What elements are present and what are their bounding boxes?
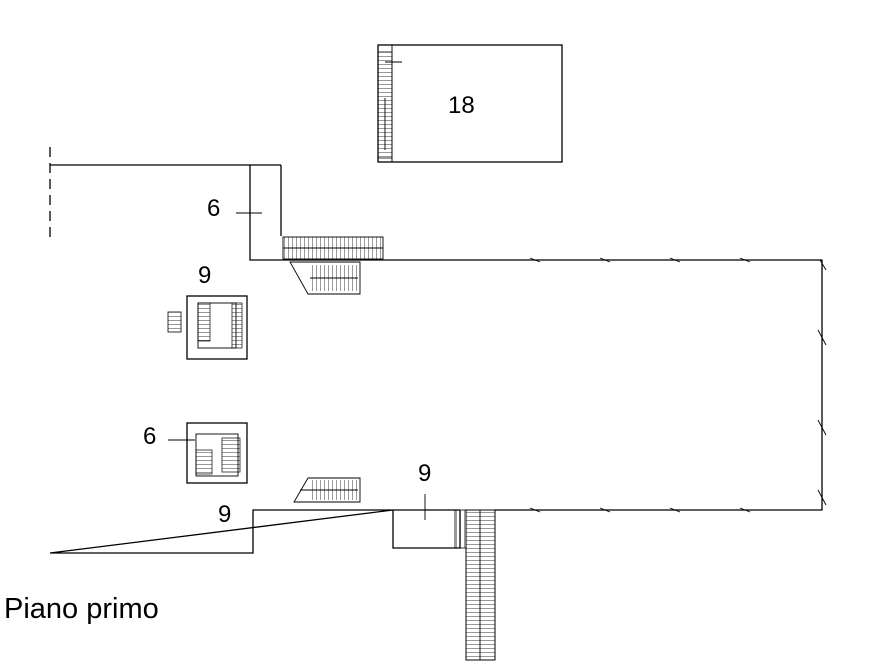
stair-core-lower-left <box>168 422 248 484</box>
external-stair <box>454 509 496 661</box>
room-18-block <box>377 44 563 163</box>
stair-core-upper-left <box>167 295 248 360</box>
room-label-9-center: 9 <box>418 460 431 487</box>
main-building-outline <box>49 147 827 554</box>
floor-title: Piano primo <box>4 593 159 625</box>
room-label-6-upper: 6 <box>207 195 220 222</box>
lower-stairs <box>293 477 361 503</box>
room-label-6-lower: 6 <box>143 423 156 450</box>
upper-stairs <box>282 236 384 295</box>
room-label-9-lower: 9 <box>218 501 231 528</box>
room-label-9-upper: 9 <box>198 262 211 289</box>
room-label-18: 18 <box>448 92 475 119</box>
